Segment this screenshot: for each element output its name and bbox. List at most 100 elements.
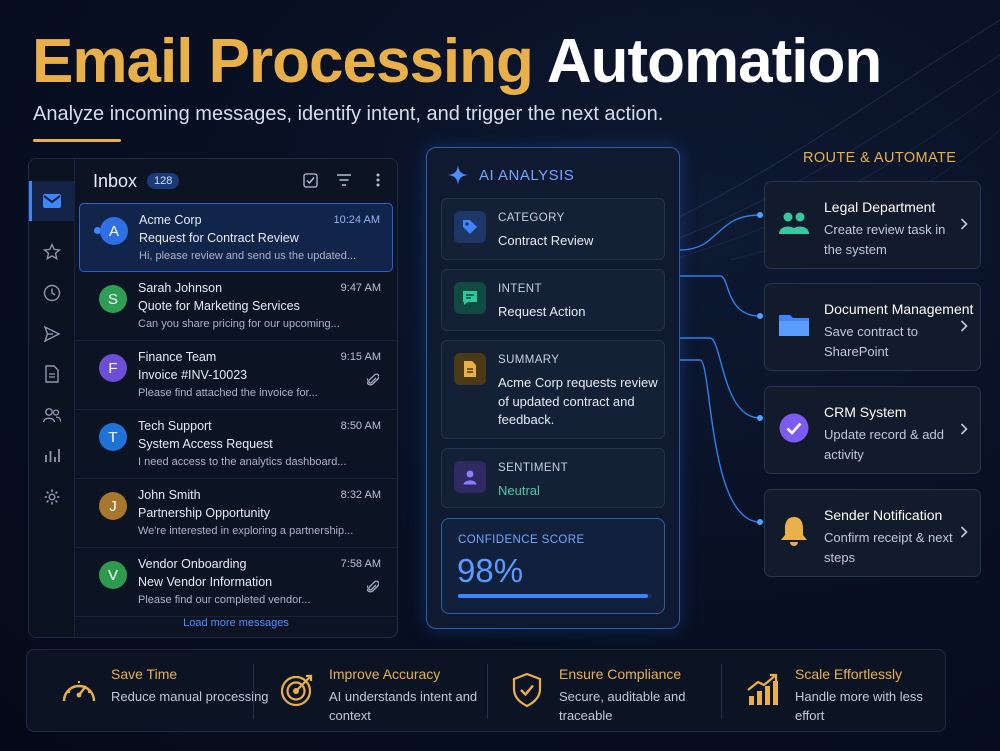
ai-analysis-panel: AI ANALYSIS CATEGORY Contract Review INT… (426, 147, 680, 629)
route-legal-department[interactable]: Legal Department Create review task in t… (764, 181, 981, 269)
avatar: V (99, 561, 127, 589)
sentiment-label: SENTIMENT (498, 462, 569, 474)
confidence-progress-fill (458, 594, 649, 598)
sparkle-icon (448, 165, 468, 185)
avatar: T (99, 423, 127, 451)
user-icon (463, 470, 477, 485)
team-icon (779, 212, 809, 234)
inbox-title: Inbox (93, 170, 138, 191)
more-vertical-icon (376, 173, 380, 187)
load-more-link[interactable]: Load more messages (183, 617, 289, 629)
unread-count-badge: 128 (147, 173, 180, 189)
avatar: J (99, 492, 127, 520)
email-subject: Partnership Opportunity (138, 506, 271, 520)
email-row[interactable]: V Vendor Onboarding New Vendor Informati… (75, 548, 397, 617)
email-time: 10:24 AM (333, 214, 380, 226)
email-row[interactable]: S Sarah Johnson Quote for Marketing Serv… (75, 272, 397, 341)
tag-icon (463, 220, 477, 234)
page-subtitle: Analyze incoming messages, identify inte… (33, 103, 664, 125)
email-subject: System Access Request (138, 437, 273, 451)
summary-value: Acme Corp requests review of updated con… (498, 375, 658, 427)
email-sender: Sarah Johnson (138, 281, 223, 295)
email-time: 9:47 AM (340, 282, 381, 294)
confidence-progress-track (458, 594, 652, 598)
chevron-right-icon (960, 423, 968, 435)
benefit-title: Improve Accuracy (329, 666, 441, 682)
target-icon (280, 674, 313, 707)
gear-icon (44, 489, 60, 505)
route-name: Legal Department (824, 199, 936, 215)
email-time: 8:50 AM (340, 420, 381, 432)
email-row[interactable]: F Finance Team Invoice #INV-10023 Please… (75, 341, 397, 410)
email-subject: New Vendor Information (138, 575, 273, 589)
email-sender: John Smith (138, 488, 201, 502)
benefit-description: Reduce manual processing (111, 689, 269, 704)
route-description: Update record & add activity (824, 427, 944, 462)
inbox-panel: Inbox 128 A Acme Corp Request for Contra… (28, 158, 398, 638)
filter-button[interactable] (335, 171, 353, 189)
route-icon (777, 514, 811, 548)
nav-starred[interactable] (29, 232, 75, 272)
route-icon (777, 206, 811, 240)
inbox-nav-rail (29, 159, 75, 637)
route-name: Sender Notification (824, 507, 943, 523)
route-name: CRM System (824, 404, 907, 420)
email-row[interactable]: A Acme Corp Request for Contract Review … (79, 203, 393, 272)
filter-icon (337, 174, 351, 186)
nav-settings[interactable] (29, 477, 75, 517)
summary-icon-wrap (454, 353, 486, 385)
shield-icon (512, 672, 542, 708)
nav-sent[interactable] (29, 314, 75, 354)
category-value: Contract Review (498, 233, 594, 248)
speedometer-icon (62, 681, 96, 702)
nav-snoozed[interactable] (29, 273, 75, 313)
email-row[interactable]: J John Smith Partnership Opportunity We'… (75, 479, 397, 548)
select-all-button[interactable] (301, 171, 319, 189)
benefit-title: Scale Effortlessly (795, 666, 903, 682)
route-icon (777, 411, 811, 445)
email-time: 8:32 AM (340, 489, 381, 501)
more-options-button[interactable] (369, 171, 387, 189)
sentiment-value: Neutral (498, 483, 540, 498)
send-icon (43, 325, 61, 343)
email-time: 9:15 AM (340, 351, 381, 363)
nav-mail[interactable] (29, 181, 75, 221)
bell-icon (781, 517, 807, 546)
nav-contacts[interactable] (29, 395, 75, 435)
avatar: S (99, 285, 127, 313)
chevron-right-icon (960, 526, 968, 538)
title-underline (33, 139, 121, 142)
star-icon (43, 243, 61, 261)
route-document-management[interactable]: Document Management Save contract to Sha… (764, 283, 981, 371)
benefit-title: Save Time (111, 666, 178, 682)
benefit-icon (59, 670, 99, 710)
intent-label: INTENT (498, 283, 542, 295)
intent-value: Request Action (498, 304, 586, 319)
email-preview: We're interested in exploring a partners… (138, 525, 354, 537)
email-sender: Tech Support (138, 419, 212, 433)
route-description: Save contract to SharePoint (824, 324, 918, 359)
inbox-header: Inbox 128 (75, 159, 397, 203)
benefit-icon (507, 670, 547, 710)
bar-chart-icon (45, 449, 60, 462)
contacts-icon (42, 408, 62, 423)
email-subject: Request for Contract Review (139, 231, 299, 245)
chevron-right-icon (960, 218, 968, 230)
title-rest: Automation (546, 27, 882, 96)
mail-icon (43, 194, 61, 208)
route-sender-notification[interactable]: Sender Notification Confirm receipt & ne… (764, 489, 981, 577)
nav-documents[interactable] (29, 354, 75, 394)
benefit-description: AI understands intent and context (329, 689, 478, 723)
email-row[interactable]: T Tech Support System Access Request I n… (75, 410, 397, 479)
chevron-right-icon (960, 320, 968, 332)
nav-analytics[interactable] (29, 435, 75, 475)
route-automate-title: ROUTE & AUTOMATE (803, 150, 957, 166)
intent-icon-wrap (454, 282, 486, 314)
divider (253, 664, 254, 719)
sentiment-icon-wrap (454, 461, 486, 493)
clock-icon (43, 284, 61, 302)
email-list: A Acme Corp Request for Contract Review … (75, 203, 397, 617)
confidence-value: 98% (457, 552, 524, 589)
divider (721, 664, 722, 719)
route-crm-system[interactable]: CRM System Update record & add activity (764, 386, 981, 474)
